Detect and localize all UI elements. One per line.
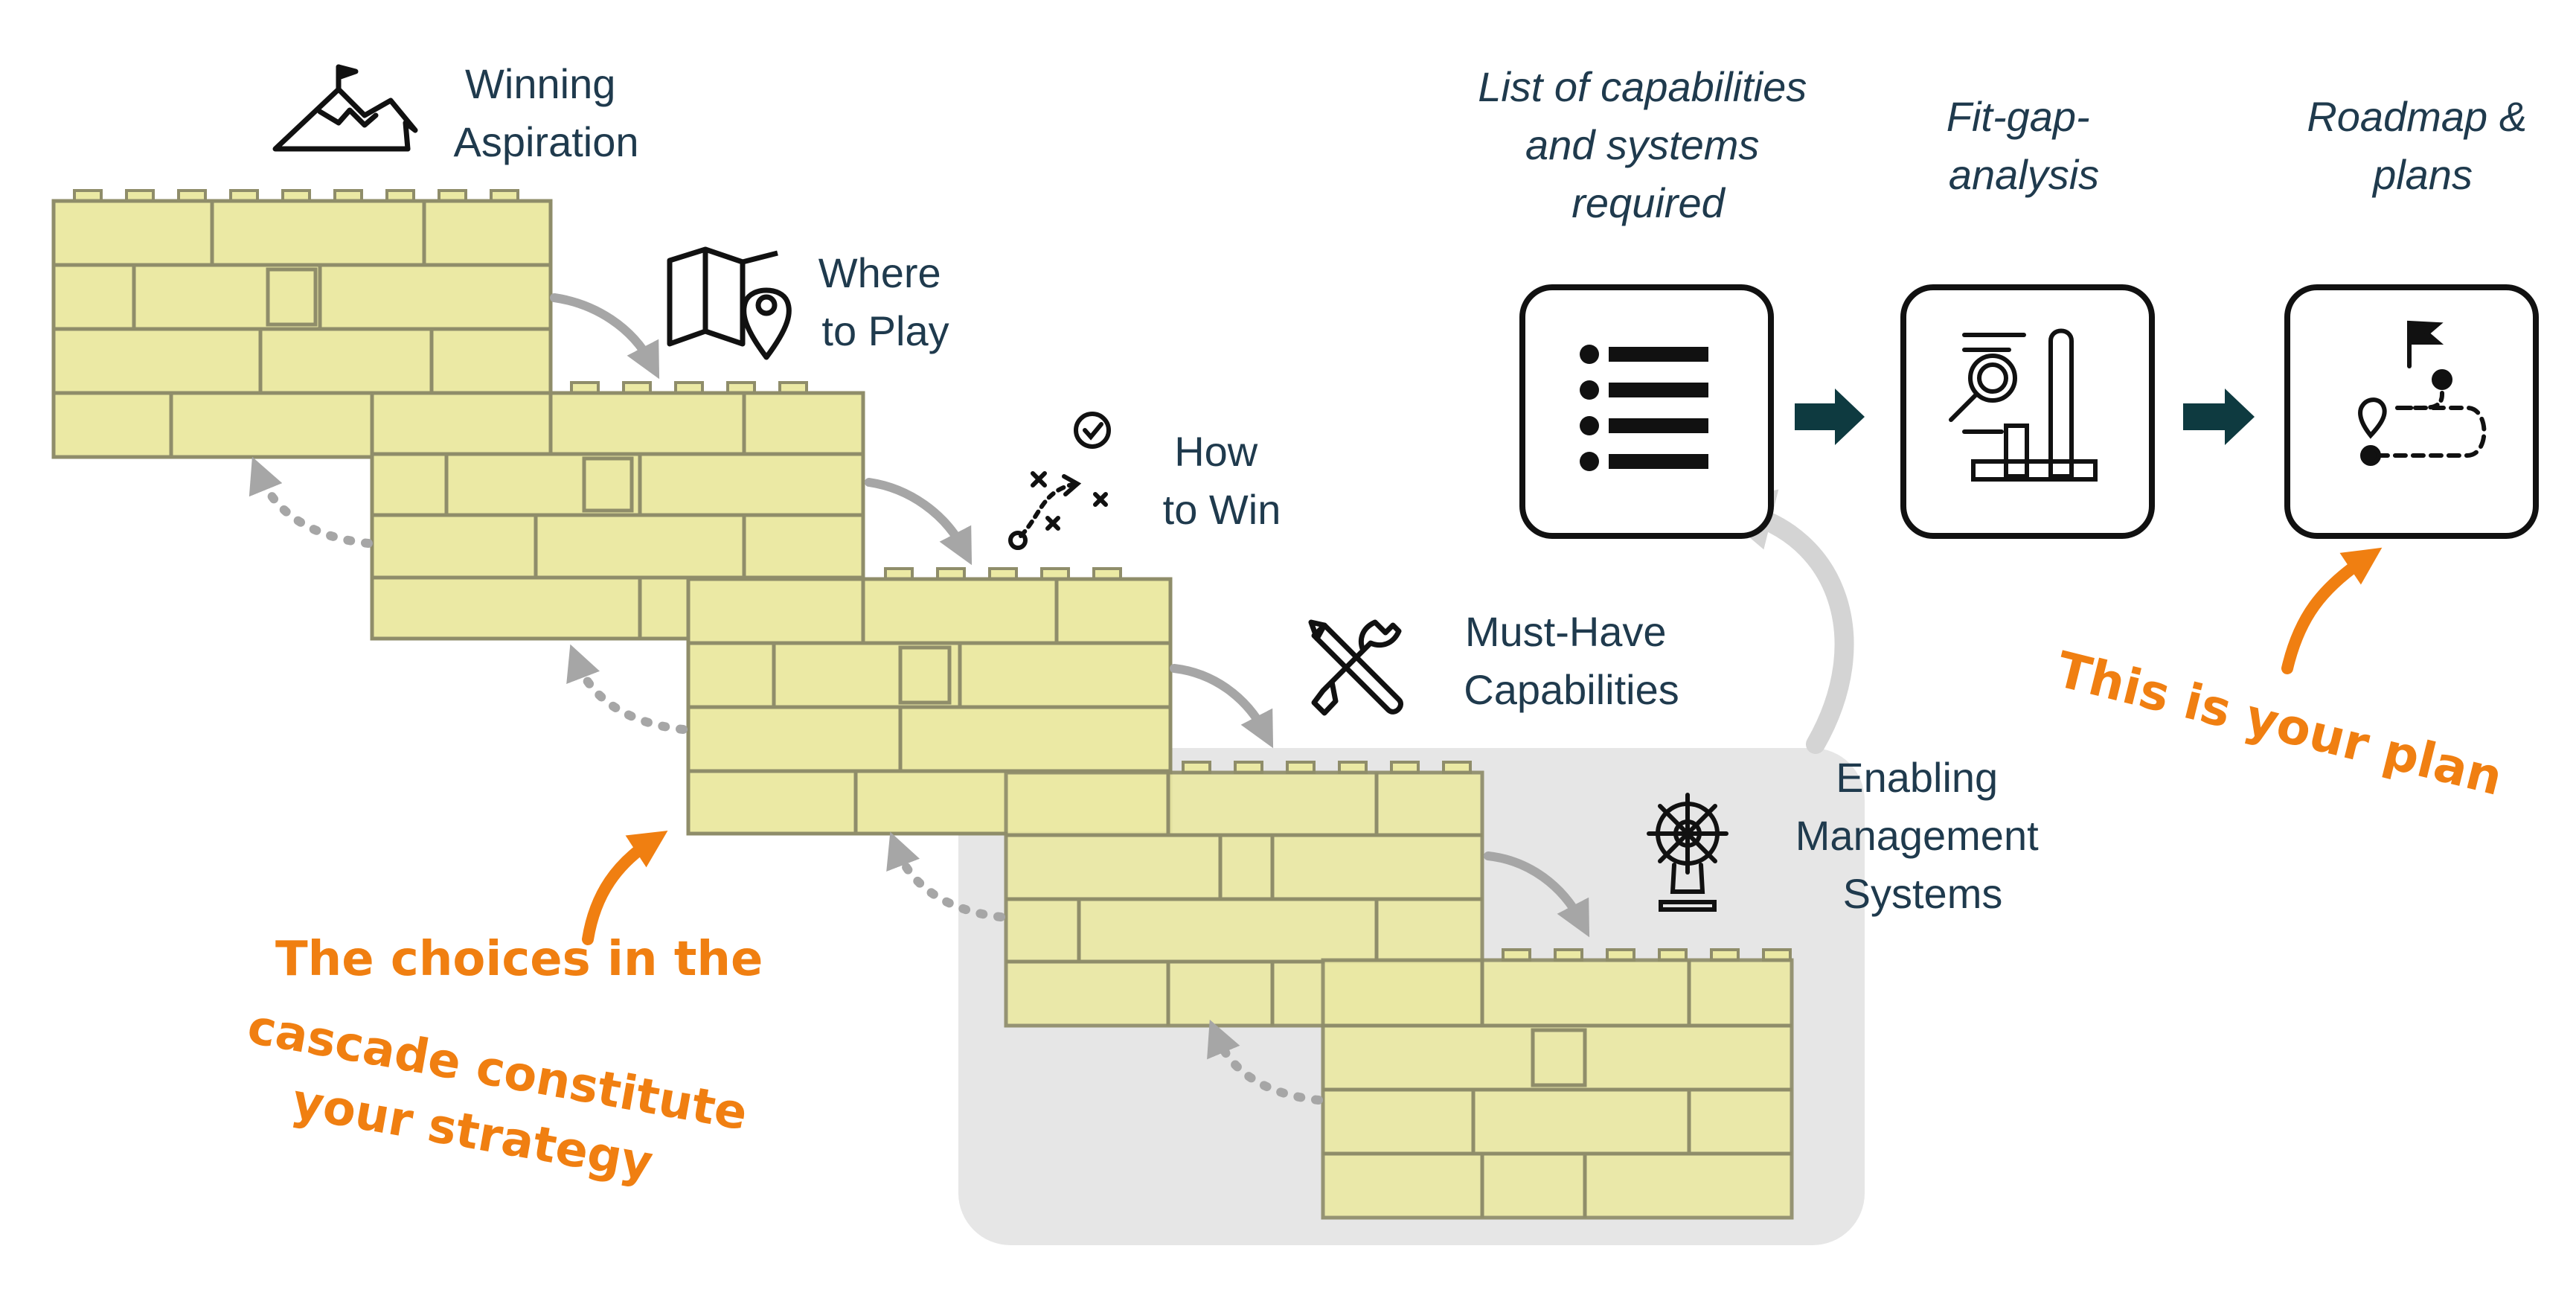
systems-to-list-arrow [1711, 489, 1854, 754]
fit-gap-box [1900, 284, 2155, 539]
list-heading-line2: and systems [1525, 121, 1759, 168]
up-arrow-2 [566, 644, 688, 734]
list-icon [1580, 345, 1708, 471]
must-have-capabilities-line2: Capabilities [1464, 666, 1679, 713]
down-arrow-4 [1484, 851, 1590, 938]
down-arrow-2 [865, 478, 973, 566]
fit-gap-heading-line1: Fit-gap- [1947, 93, 2090, 140]
svg-text:Roadmap & plans: Roadmap & plans [2307, 93, 2538, 198]
svg-text:Winning Aspiration: Winning Aspiration [453, 60, 638, 165]
strategy-note-line1: The choices in the [275, 932, 763, 987]
cascade-feedback-arrows [249, 456, 1323, 1105]
strategy-note-arrow [582, 831, 668, 945]
process-arrow-2 [2183, 389, 2255, 445]
up-arrow-4 [1207, 1019, 1323, 1105]
svg-text:Enabling Management Sy: Enabling Management Systems [1795, 754, 2050, 917]
down-arrow-3 [1170, 664, 1274, 749]
play-strategy-icon [1008, 412, 1111, 550]
where-to-play-line1: Where [818, 249, 941, 296]
winning-aspiration-line1: Winning [465, 60, 615, 107]
map-pin-icon [667, 246, 792, 360]
roadmap-box [2284, 284, 2539, 539]
enabling-systems-line3: Systems [1843, 870, 2003, 917]
enabling-systems-line1: Enabling [1836, 754, 1998, 801]
tools-icon [1308, 619, 1403, 716]
plan-note-text: This is your plan [2051, 641, 2508, 807]
how-to-win-line1: How [1174, 428, 1258, 475]
cascade-down-arrows [550, 293, 1590, 938]
svg-text:The choices in the: The choices in the [275, 932, 763, 987]
process-arrows [1795, 389, 2255, 445]
up-arrow-1 [249, 456, 373, 548]
svg-text:Where to Play: Where to Play [818, 249, 953, 354]
must-have-capabilities-line1: Must-Have [1465, 608, 1667, 655]
plan-note-arrow [2281, 547, 2383, 674]
ship-wheel-icon [1647, 793, 1728, 912]
svg-text:This is your plan: This is your plan [2051, 641, 2508, 807]
enabling-systems-line2: Management [1795, 812, 2039, 859]
analysis-chart-icon [1949, 328, 2098, 482]
list-heading-line3: required [1571, 179, 1726, 226]
how-to-win-line2: to Win [1163, 486, 1281, 533]
svg-text:Must-Have Capabilities: Must-Have Capabilities [1464, 608, 1679, 713]
fit-gap-heading-line2: analysis [1949, 151, 2099, 198]
list-heading-line1: List of capabilities [1478, 63, 1807, 110]
roadmap-heading-line2: plans [2371, 151, 2473, 198]
svg-text:List of capabilities and s: List of capabilities and systems require… [1478, 63, 1819, 226]
roadmap-icon [2358, 320, 2487, 466]
roadmap-heading-line1: Roadmap & [2307, 93, 2527, 140]
process-arrow-1 [1795, 389, 1865, 445]
winning-aspiration-line2: Aspiration [453, 118, 638, 165]
down-arrow-1 [550, 293, 660, 380]
where-to-play-line2: to Play [821, 307, 949, 354]
brick-block-enabling-management-systems [1321, 948, 1794, 1220]
up-arrow-3 [886, 831, 1005, 921]
mountain-flag-icon [272, 64, 418, 152]
svg-text:Fit-gap- analysis: Fit-gap- analysis [1947, 93, 2102, 198]
list-box [1519, 284, 1774, 539]
svg-text:How to Win: How to Win [1163, 428, 1281, 533]
